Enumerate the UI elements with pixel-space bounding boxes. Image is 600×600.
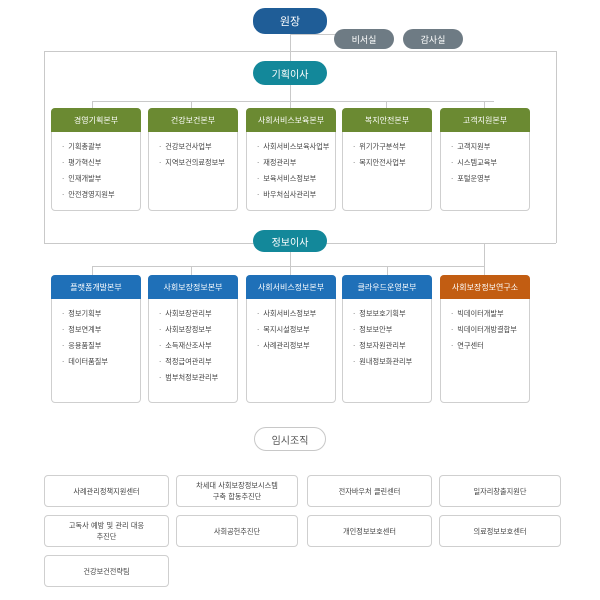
department-item[interactable]: 복지시설정보부 (257, 322, 331, 338)
department-item[interactable]: 위기가구분석부 (353, 139, 427, 155)
connector-line (92, 101, 494, 102)
connector-line (387, 266, 388, 276)
division-header: 건강보건본부 (148, 108, 238, 132)
department-item[interactable]: 시스템교육부 (451, 155, 525, 171)
department-item[interactable]: 지역보건의료정보부 (159, 155, 233, 171)
division-header: 플랫폼개발본부 (51, 275, 141, 299)
department-item[interactable]: 바우처심사관리부 (257, 187, 331, 203)
connector-line (92, 266, 93, 276)
division-header: 사회서비스정보본부 (246, 275, 336, 299)
department-item[interactable]: 사회보장정보부 (159, 322, 233, 338)
department-item[interactable]: 사회보장관리부 (159, 306, 233, 322)
connector-line (290, 85, 291, 109)
department-item[interactable]: 사회서비스보육사업부 (257, 139, 331, 155)
department-item[interactable]: 포털운영부 (451, 171, 525, 187)
audit-office-node[interactable]: 감사실 (403, 29, 463, 49)
department-item[interactable]: 정보기획부 (62, 306, 136, 322)
department-item[interactable]: 연구센터 (451, 338, 525, 354)
info-director-node[interactable]: 정보이사 (253, 230, 327, 252)
department-item[interactable]: 범부처정보관리부 (159, 370, 233, 386)
department-item[interactable]: 빅데이터개방결합부 (451, 322, 525, 338)
department-item[interactable]: 건강보건사업부 (159, 139, 233, 155)
department-item[interactable]: 정보자원관리부 (353, 338, 427, 354)
temp-org-label: 임시조직 (254, 427, 326, 451)
department-item[interactable]: 원내정보화관리부 (353, 354, 427, 370)
department-item[interactable]: 복지안전사업부 (353, 155, 427, 171)
division-header: 고객지원본부 (440, 108, 530, 132)
department-item[interactable]: 재정관리부 (257, 155, 331, 171)
temp-unit[interactable]: 의료정보보호센터 (439, 515, 561, 547)
department-item[interactable]: 사례관리정보부 (257, 338, 331, 354)
division-header: 사회보장정보연구소 (440, 275, 530, 299)
division-header: 사회보장정보본부 (148, 275, 238, 299)
connector-line (92, 101, 93, 109)
secretary-office-node[interactable]: 비서실 (334, 29, 394, 49)
temp-unit[interactable]: 사례관리정책지원센터 (44, 475, 169, 507)
connector-line (92, 266, 485, 267)
division-platform-development[interactable]: 플랫폼개발본부 정보기획부 정보연계부 응용품질부 데이터품질부 (51, 275, 141, 403)
department-item[interactable]: 정보연계부 (62, 322, 136, 338)
temp-unit[interactable]: 전자바우처 클린센터 (307, 475, 432, 507)
connector-line (556, 51, 557, 243)
department-item[interactable]: 보육서비스정보부 (257, 171, 331, 187)
department-item[interactable]: 고객지원부 (451, 139, 525, 155)
temp-unit[interactable]: 고독사 예방 및 관리 대응 추진단 (44, 515, 169, 547)
division-social-security-info[interactable]: 사회보장정보본부 사회보장관리부 사회보장정보부 소득재산조사부 적정급여관리부… (148, 275, 238, 403)
connector-line (191, 101, 192, 109)
connector-line (484, 101, 485, 109)
department-item[interactable]: 안전경영지원부 (62, 187, 136, 203)
connector-line (484, 243, 485, 276)
division-header: 사회서비스보육본부 (246, 108, 336, 132)
division-management-planning[interactable]: 경영기획본부 기획총괄부 평가혁신부 인재개발부 안전경영지원부 (51, 108, 141, 211)
temp-unit[interactable]: 개인정보보호센터 (307, 515, 432, 547)
division-health[interactable]: 건강보건본부 건강보건사업부 지역보건의료정보부 (148, 108, 238, 211)
connector-line (290, 252, 291, 276)
department-item[interactable]: 적정급여관리부 (159, 354, 233, 370)
temp-unit[interactable]: 일자리창출지원단 (439, 475, 561, 507)
division-welfare-safety[interactable]: 복지안전본부 위기가구분석부 복지안전사업부 (342, 108, 432, 211)
division-cloud-operations[interactable]: 클라우드운영본부 정보보호기획부 정보보안부 정보자원관리부 원내정보화관리부 (342, 275, 432, 403)
department-item[interactable]: 응용품질부 (62, 338, 136, 354)
research-institute[interactable]: 사회보장정보연구소 빅데이터개발부 빅데이터개방결합부 연구센터 (440, 275, 530, 403)
department-item[interactable]: 소득재산조사부 (159, 338, 233, 354)
department-item[interactable]: 평가혁신부 (62, 155, 136, 171)
temp-unit[interactable]: 사회공헌추진단 (176, 515, 298, 547)
department-item[interactable]: 인재개발부 (62, 171, 136, 187)
department-item[interactable]: 정보보호기획부 (353, 306, 427, 322)
connector-line (290, 30, 291, 75)
temp-unit[interactable]: 차세대 사회보장정보시스템 구축 합동추진단 (176, 475, 298, 507)
department-item[interactable]: 기획총괄부 (62, 139, 136, 155)
division-header: 복지안전본부 (342, 108, 432, 132)
connector-line (44, 51, 556, 52)
director-node[interactable]: 원장 (253, 8, 327, 34)
connector-line (386, 101, 387, 109)
division-header: 클라우드운영본부 (342, 275, 432, 299)
division-social-service-childcare[interactable]: 사회서비스보육본부 사회서비스보육사업부 재정관리부 보육서비스정보부 바우처심… (246, 108, 336, 211)
temp-unit[interactable]: 건강보건전략팀 (44, 555, 169, 587)
department-item[interactable]: 사회서비스정보부 (257, 306, 331, 322)
division-customer-support[interactable]: 고객지원본부 고객지원부 시스템교육부 포털운영부 (440, 108, 530, 211)
department-item[interactable]: 정보보안부 (353, 322, 427, 338)
planning-director-node[interactable]: 기획이사 (253, 61, 327, 85)
division-social-service-info[interactable]: 사회서비스정보본부 사회서비스정보부 복지시설정보부 사례관리정보부 (246, 275, 336, 403)
connector-line (44, 51, 45, 243)
connector-line (191, 266, 192, 276)
department-item[interactable]: 데이터품질부 (62, 354, 136, 370)
division-header: 경영기획본부 (51, 108, 141, 132)
department-item[interactable]: 빅데이터개발부 (451, 306, 525, 322)
